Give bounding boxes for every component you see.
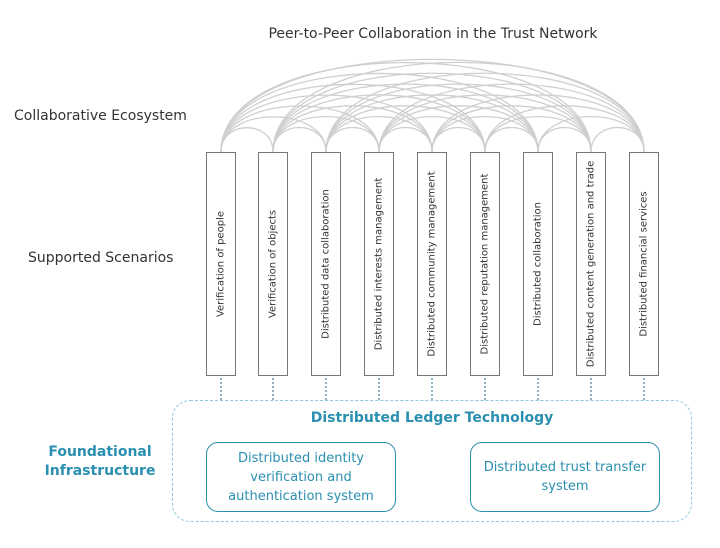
peer-arc (431, 105, 592, 153)
scenario-box: Distributed reputation management (470, 152, 500, 376)
dlt-title: Distributed Ledger Technology (310, 410, 554, 426)
scenario-box: Distributed financial services (629, 152, 659, 376)
scenario-label: Distributed community management (426, 171, 438, 357)
connector-dots (484, 378, 486, 400)
connector-dots (537, 378, 539, 400)
connector-dots (643, 378, 645, 400)
peer-arc (272, 72, 592, 153)
layer-label-ecosystem: Collaborative Ecosystem (14, 108, 187, 124)
scenario-box: Verification of people (206, 152, 236, 376)
trust-transfer-box: Distributed trust transfer system (470, 442, 660, 512)
connector-dots (220, 378, 222, 400)
peer-arc (220, 58, 645, 153)
scenario-label: Distributed interests management (373, 177, 385, 351)
peer-arc (325, 105, 486, 153)
peer-arc (590, 127, 645, 153)
scenario-label: Distributed data collaboration (320, 189, 332, 339)
scenario-box: Distributed community management (417, 152, 447, 376)
peer-arc (484, 105, 645, 153)
layer-label-foundational: Foundational Infrastructure (40, 443, 160, 481)
peer-arc (220, 72, 539, 153)
connector-dots (272, 378, 274, 400)
scenario-box: Verification of objects (258, 152, 288, 376)
peer-arc (431, 94, 645, 153)
identity-system-box: Distributed identity verification and au… (206, 442, 396, 512)
layer-label-scenarios: Supported Scenarios (28, 250, 174, 266)
scenario-label: Verification of people (215, 210, 227, 318)
peer-arc (272, 83, 539, 153)
dlt-container (172, 400, 692, 522)
connector-dots (325, 378, 327, 400)
peer-arc (378, 105, 539, 153)
scenario-box: Distributed interests management (364, 152, 394, 376)
peer-arc (325, 94, 539, 153)
layer-label-foundational-line2: Infrastructure (44, 463, 156, 479)
connector-dots (590, 378, 592, 400)
scenario-label: Verification of objects (267, 209, 279, 319)
peer-arc (272, 94, 486, 153)
scenario-label: Distributed content generation and trade (585, 160, 597, 368)
scenario-label: Distributed financial services (638, 191, 650, 337)
page-title: Peer-to-Peer Collaboration in the Trust … (268, 26, 598, 42)
layer-label-foundational-line1: Foundational (48, 444, 152, 460)
peer-arc (220, 83, 486, 153)
peer-arc (378, 83, 645, 153)
connector-dots (378, 378, 380, 400)
scenario-box: Distributed content generation and trade (576, 152, 606, 376)
scenario-box: Distributed data collaboration (311, 152, 341, 376)
peer-arc (272, 61, 645, 153)
connector-dots (431, 378, 433, 400)
scenario-label: Distributed reputation management (479, 173, 491, 355)
scenario-label: Distributed collaboration (532, 202, 544, 326)
scenario-box: Distributed collaboration (523, 152, 553, 376)
peer-arc (325, 83, 592, 153)
peer-arc (378, 94, 592, 153)
peer-arc (220, 94, 433, 153)
peer-arc (325, 72, 645, 153)
